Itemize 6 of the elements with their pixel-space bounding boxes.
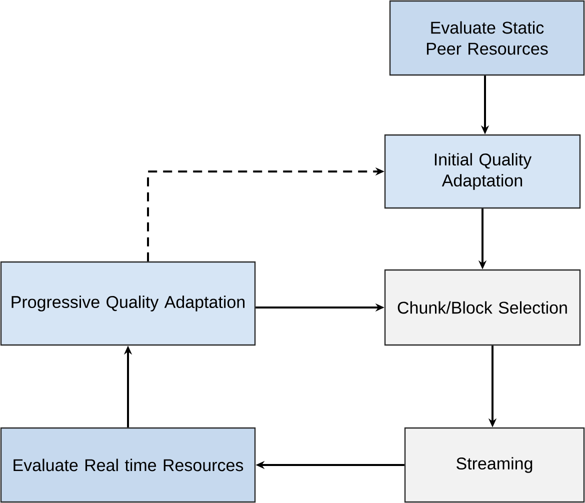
- process-box: Evaluate Real time Resources: [0, 427, 256, 503]
- process-box: Evaluate Static Peer Resources: [389, 0, 585, 76]
- process-box: Initial Quality Adaptation: [384, 134, 581, 209]
- process-box: Chunk/Block Selection: [384, 269, 581, 346]
- process-box: Streaming: [404, 427, 585, 503]
- process-box: Progressive Quality Adaptation: [0, 261, 256, 346]
